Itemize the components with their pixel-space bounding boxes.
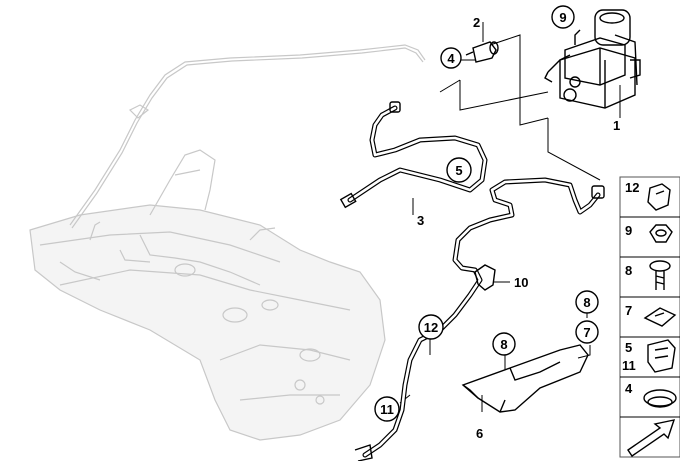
legend-label-5: 5	[625, 340, 632, 355]
hose-holder-icon[interactable]	[647, 339, 676, 373]
clip-icon[interactable]	[647, 183, 671, 211]
leader-lines	[399, 22, 621, 412]
callout-8a-ring	[575, 290, 599, 314]
heat-shield[interactable]	[461, 344, 589, 413]
callout-8a[interactable]: 8	[583, 295, 590, 310]
hose-clip[interactable]	[474, 264, 496, 291]
callout-5[interactable]: 5	[455, 163, 462, 178]
callout-11-ring	[374, 396, 400, 422]
legend-label-4: 4	[625, 381, 633, 396]
callouts: 1 2 3 6 10 4 5 9 8 7 8 12 11	[374, 5, 620, 441]
callout-1[interactable]: 1	[613, 118, 620, 133]
callout-7[interactable]: 7	[583, 325, 590, 340]
legend-label-12: 12	[625, 180, 639, 195]
fuel-tank-ghost	[29, 44, 426, 441]
parts-legend: 12 9 8 7 5 11 4	[619, 176, 680, 458]
callout-2[interactable]: 2	[473, 15, 480, 30]
callout-12-ring	[418, 314, 444, 340]
vent-valve[interactable]	[465, 41, 499, 63]
vent-pipe[interactable]	[339, 101, 488, 209]
legend-label-9: 9	[625, 223, 632, 238]
callout-9-ring	[551, 5, 575, 29]
callout-4[interactable]: 4	[447, 51, 455, 66]
hose-clamp-icon[interactable]	[643, 389, 677, 408]
carbon-canister[interactable]	[544, 9, 641, 109]
screw-icon[interactable]	[649, 260, 671, 290]
nut-icon[interactable]	[649, 224, 673, 243]
callout-8b[interactable]: 8	[500, 337, 507, 352]
callout-8b-ring	[492, 332, 516, 356]
legend-label-8: 8	[625, 263, 632, 278]
callout-7-ring	[575, 320, 599, 344]
legend-label-7: 7	[625, 303, 632, 318]
arrow-icon	[627, 419, 676, 457]
callout-10[interactable]: 10	[514, 275, 528, 290]
callout-4-ring	[440, 47, 462, 69]
clip-nut-icon[interactable]	[643, 307, 677, 327]
callout-9[interactable]: 9	[559, 10, 566, 25]
callout-11[interactable]: 11	[380, 402, 394, 417]
legend-label-11: 11	[622, 358, 636, 373]
callout-5-ring	[446, 157, 472, 183]
callout-12[interactable]: 12	[424, 320, 438, 335]
fuel-hose[interactable]	[354, 177, 605, 461]
callout-6[interactable]: 6	[476, 426, 483, 441]
callout-3[interactable]: 3	[417, 213, 424, 228]
